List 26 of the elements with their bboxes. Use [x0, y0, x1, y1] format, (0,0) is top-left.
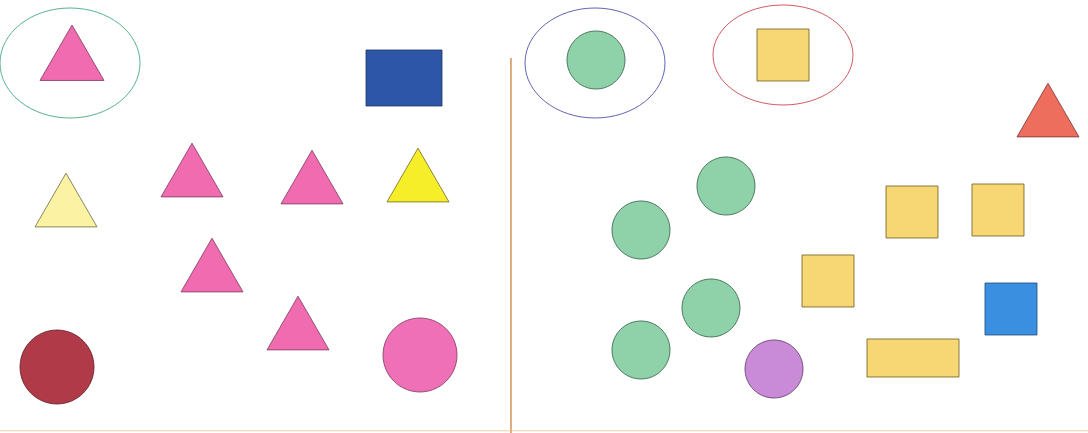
rectangle	[971, 183, 1025, 237]
circle	[382, 317, 458, 393]
ellipse-outline	[712, 4, 854, 106]
triangle	[34, 172, 98, 228]
rectangle	[365, 49, 443, 107]
rectangle	[885, 185, 939, 239]
ellipse-outline	[0, 7, 141, 119]
circle	[744, 339, 804, 399]
circle	[681, 278, 741, 338]
triangle	[280, 149, 344, 205]
rectangle	[984, 282, 1038, 336]
triangle	[180, 237, 244, 293]
triangle	[266, 295, 330, 351]
circle	[696, 156, 756, 216]
rectangle	[866, 338, 960, 378]
rectangle	[801, 254, 855, 308]
circle	[19, 329, 95, 405]
ellipse-outline	[524, 7, 666, 119]
triangle	[160, 142, 224, 198]
triangle	[1016, 82, 1080, 138]
rectangle	[756, 28, 810, 82]
circle	[611, 200, 671, 260]
triangle	[39, 24, 105, 81]
circle	[611, 320, 671, 380]
triangle	[386, 147, 450, 203]
circle	[566, 30, 626, 90]
